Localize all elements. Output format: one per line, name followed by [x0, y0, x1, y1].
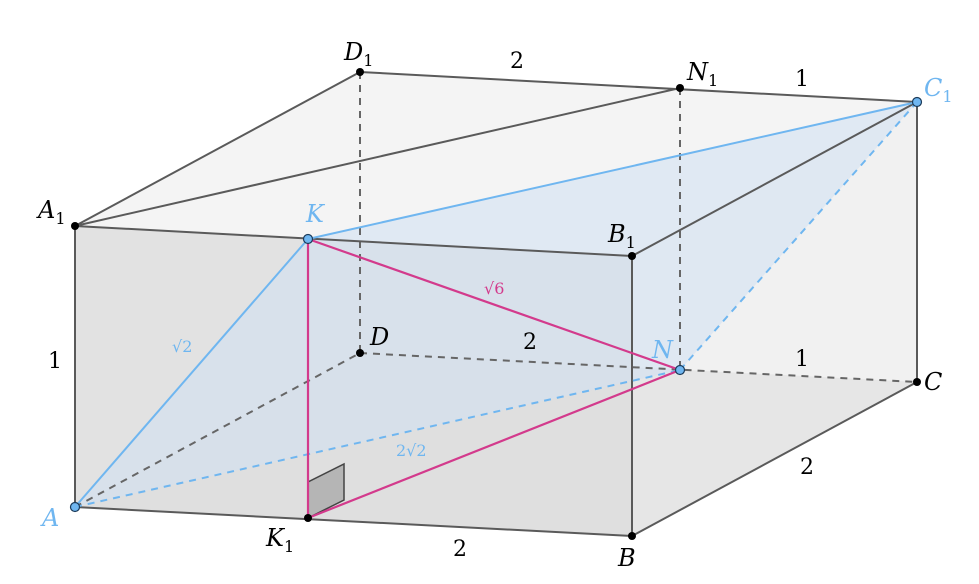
label-C1: C1 — [924, 74, 953, 106]
point-A — [69, 501, 81, 513]
label-K1: K1 — [265, 524, 294, 556]
point-K — [302, 233, 314, 245]
edge-A1-B1 — [74, 225, 633, 257]
edge-D1-C1 — [359, 71, 918, 103]
segment-K-C1 — [307, 101, 918, 240]
point-C1 — [911, 96, 923, 108]
point-N — [674, 364, 686, 376]
edge-B-C — [631, 381, 918, 537]
point-N1 — [676, 84, 684, 92]
label-B: B — [617, 544, 636, 572]
vertex-labels: A1 D1 N1 C1 K B1 D N C A K1 B — [36, 38, 953, 572]
length-NC: 1 — [795, 347, 809, 372]
label-B1: B1 — [607, 220, 636, 252]
label-A: A — [40, 504, 59, 532]
length-AK: √2 — [172, 337, 192, 356]
point-D — [356, 349, 364, 357]
length-DN: 2 — [523, 330, 537, 355]
hidden-edges — [74, 72, 918, 508]
point-D1 — [356, 68, 364, 76]
length-K1B: 2 — [453, 537, 467, 562]
label-D1: D1 — [343, 38, 373, 70]
point-K1 — [304, 514, 312, 522]
edge-A1-N1 — [74, 87, 681, 227]
length-AN: 2√2 — [396, 441, 427, 460]
label-N1: N1 — [686, 58, 718, 90]
length-D1N1: 2 — [510, 49, 524, 74]
point-B1 — [628, 252, 636, 260]
section-lines — [74, 101, 918, 508]
length-labels: 2 1 2 1 2 2 1 √2 √6 2√2 — [48, 49, 814, 562]
label-K: K — [305, 200, 326, 228]
edge-D-C — [359, 352, 918, 383]
label-D: D — [369, 323, 389, 351]
label-N: N — [651, 336, 674, 364]
visible-edges — [74, 71, 918, 537]
length-AA1: 1 — [48, 349, 62, 374]
length-N1C1: 1 — [795, 67, 809, 92]
edge-A-B — [74, 506, 633, 537]
segment-A-K — [74, 238, 309, 508]
point-C — [913, 378, 921, 386]
edge-A1-D1 — [74, 71, 361, 227]
segment-K1-N — [307, 368, 681, 520]
triangle-K-K1-N — [306, 237, 681, 520]
length-KN: √6 — [484, 279, 504, 298]
segment-K-N — [307, 237, 681, 372]
point-B — [628, 532, 636, 540]
points — [69, 68, 923, 540]
edge-B1-C1 — [631, 101, 918, 257]
edge-A-D — [74, 352, 361, 508]
label-A1: A1 — [36, 196, 66, 228]
length-CB: 2 — [800, 455, 814, 480]
label-C: C — [924, 368, 942, 396]
point-A1 — [71, 222, 79, 230]
